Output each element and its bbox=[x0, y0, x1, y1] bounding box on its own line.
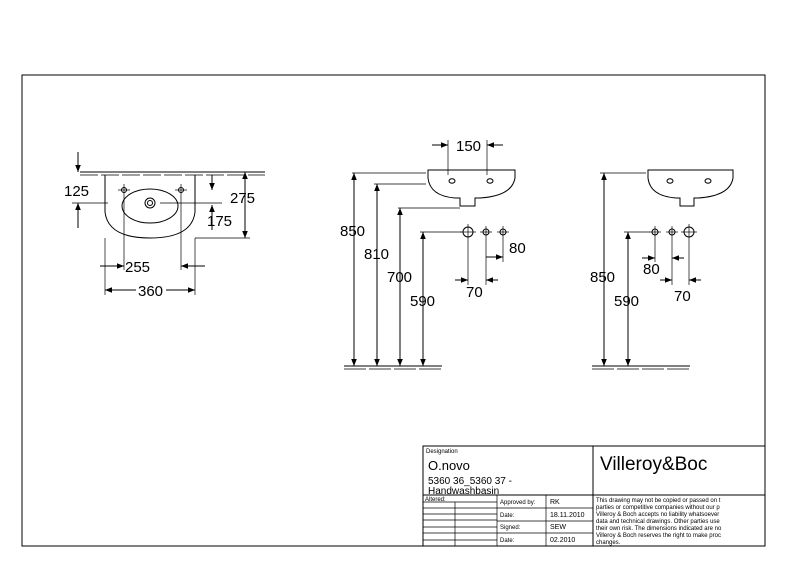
dim-80-right: 80 bbox=[643, 261, 660, 278]
date-value-approved: 18.11.2010 bbox=[550, 512, 585, 519]
dim-80-side: 80 bbox=[509, 240, 526, 257]
disclaimer-line: This drawing may not be copied or passed… bbox=[596, 498, 721, 504]
basin-profile-right bbox=[647, 169, 734, 207]
dim-850-side: 850 bbox=[340, 223, 365, 240]
signed-label: Signed: bbox=[500, 525, 521, 531]
drain-icon bbox=[144, 197, 156, 209]
disclaimer-line: data and technical drawings. Other parti… bbox=[596, 519, 720, 525]
disclaimer-line: changes. bbox=[596, 540, 621, 546]
dim-70-right: 70 bbox=[674, 288, 691, 305]
dim-255: 255 bbox=[125, 259, 150, 276]
waste-connection-icon bbox=[681, 224, 697, 240]
dim-275: 275 bbox=[230, 190, 255, 207]
water-connection-icon bbox=[497, 226, 509, 238]
brand-name: Villeroy&Boc bbox=[600, 454, 707, 475]
water-connection-icon bbox=[666, 226, 678, 238]
dim-360: 360 bbox=[138, 283, 163, 300]
side-view: 150 850 810 700 590 bbox=[340, 138, 526, 370]
disclaimer-line: parties or competitive companies without… bbox=[596, 505, 720, 511]
basin-outline bbox=[104, 175, 196, 239]
dim-590-right: 590 bbox=[614, 293, 639, 310]
disclaimer-line: Villeroy & Boch accepts no liability wha… bbox=[596, 512, 719, 518]
disclaimer-line: Villeroy & Boch reserves the right to ma… bbox=[596, 533, 721, 539]
dim-175: 175 bbox=[207, 213, 232, 230]
dim-150: 150 bbox=[456, 138, 481, 155]
altered-label: Altered: bbox=[425, 497, 446, 503]
approved-by-label: Approved by: bbox=[500, 500, 536, 506]
approved-by-value: RK bbox=[550, 499, 560, 506]
dim-70-side: 70 bbox=[466, 284, 483, 301]
article-numbers: 5360 36_5360 37 - bbox=[428, 476, 512, 487]
dim-700: 700 bbox=[387, 269, 412, 286]
dim-590-side: 590 bbox=[410, 293, 435, 310]
right-view: 850 590 80 70 bbox=[590, 169, 734, 370]
drawing-frame bbox=[21, 74, 766, 547]
top-view: 125 275 175 255 360 bbox=[64, 152, 265, 300]
tap-hole-right-icon bbox=[175, 184, 187, 196]
water-connection-icon bbox=[480, 226, 492, 238]
tap-hole-left-icon bbox=[118, 184, 130, 196]
basin-profile bbox=[427, 169, 516, 207]
date-label-signed: Date: bbox=[500, 538, 515, 544]
signed-value: SEW bbox=[550, 524, 566, 531]
product-name: O.novo bbox=[428, 458, 470, 473]
basin-bowl bbox=[121, 188, 179, 224]
designation-label: Designation bbox=[426, 449, 458, 455]
water-connection-icon bbox=[649, 226, 661, 238]
disclaimer-line: their own risk. The dimensions indicated… bbox=[596, 526, 722, 532]
dim-850-right: 850 bbox=[590, 269, 615, 286]
dim-125: 125 bbox=[64, 183, 89, 200]
product-type: Handwashbasin bbox=[428, 486, 499, 497]
waste-connection-icon bbox=[460, 224, 476, 240]
date-label-approved: Date: bbox=[500, 513, 515, 519]
date-value-signed: 02.2010 bbox=[550, 537, 575, 544]
title-block: Designation O.novo 5360 36_5360 37 - Han… bbox=[422, 445, 766, 547]
dim-810: 810 bbox=[364, 246, 389, 263]
